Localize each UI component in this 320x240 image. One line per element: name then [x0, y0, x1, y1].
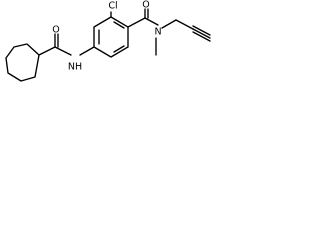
cycloheptane-ring: [5, 43, 40, 82]
chlorine-label: Cl: [108, 1, 117, 12]
right-amide-group: [127, 8, 211, 56]
oxygen-label-right: O: [142, 0, 149, 11]
nitrogen-label-left: NH: [68, 62, 82, 73]
oxygen-label-left: O: [52, 25, 59, 36]
molecule-structure: O NH Cl O N: [5, 0, 211, 82]
nitrogen-label-right: N: [154, 27, 161, 38]
left-amide-group: [38, 33, 95, 56]
benzene-ring: [93, 16, 129, 58]
